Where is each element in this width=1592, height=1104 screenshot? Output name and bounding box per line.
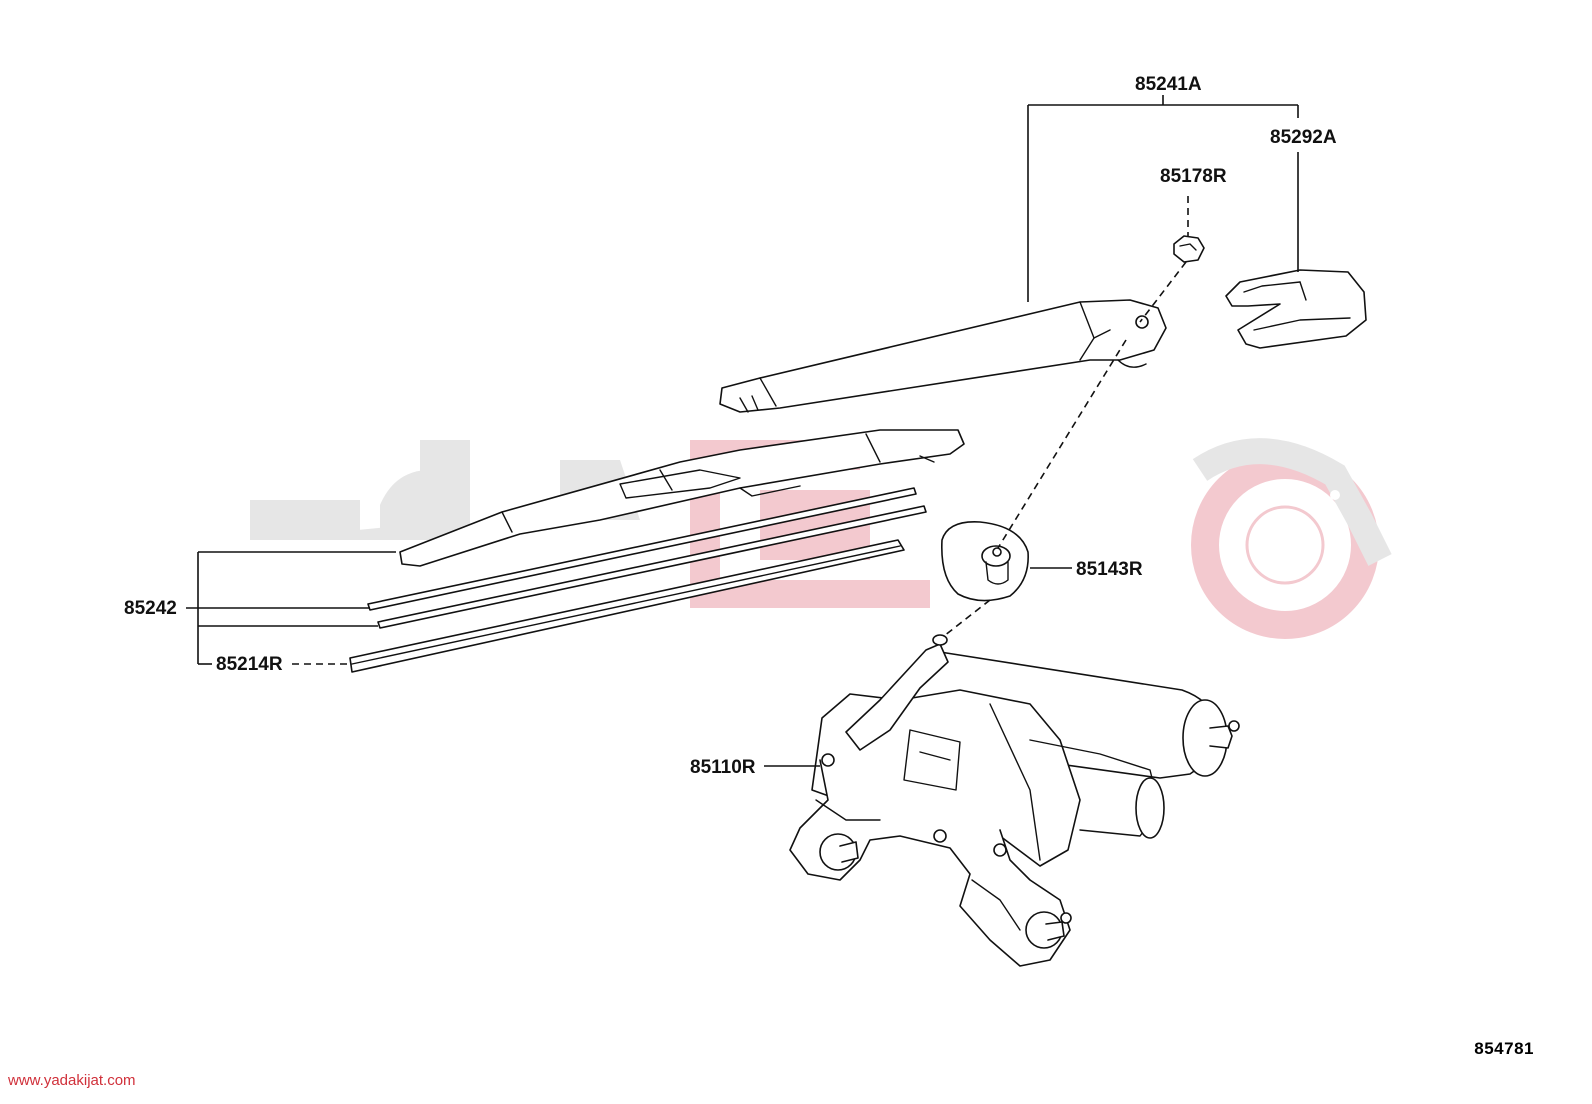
diagram-code: 854781 <box>1474 1039 1534 1058</box>
label-nut: 85178R <box>1160 166 1227 187</box>
nut <box>1173 235 1205 263</box>
label-blade: 85242 <box>124 598 177 619</box>
arm-cover <box>1225 269 1367 349</box>
pivot-cap <box>941 521 1029 602</box>
label-arm-blade-assy: 85241A <box>1135 74 1202 95</box>
wiper-arm <box>719 299 1167 413</box>
watermark-logo <box>250 438 1392 639</box>
label-pivot-cap: 85143R <box>1076 559 1143 580</box>
wiper-motor <box>789 634 1240 967</box>
blade-strips <box>349 487 927 673</box>
label-arm-cover: 85292A <box>1270 127 1337 148</box>
wiper-blade <box>399 429 965 567</box>
label-blade-rubber: 85214R <box>216 654 283 675</box>
leader-lines <box>186 95 1299 767</box>
watermark-site-text: www.yadakijat.com <box>8 1072 136 1089</box>
label-motor-assy: 85110R <box>690 757 756 778</box>
